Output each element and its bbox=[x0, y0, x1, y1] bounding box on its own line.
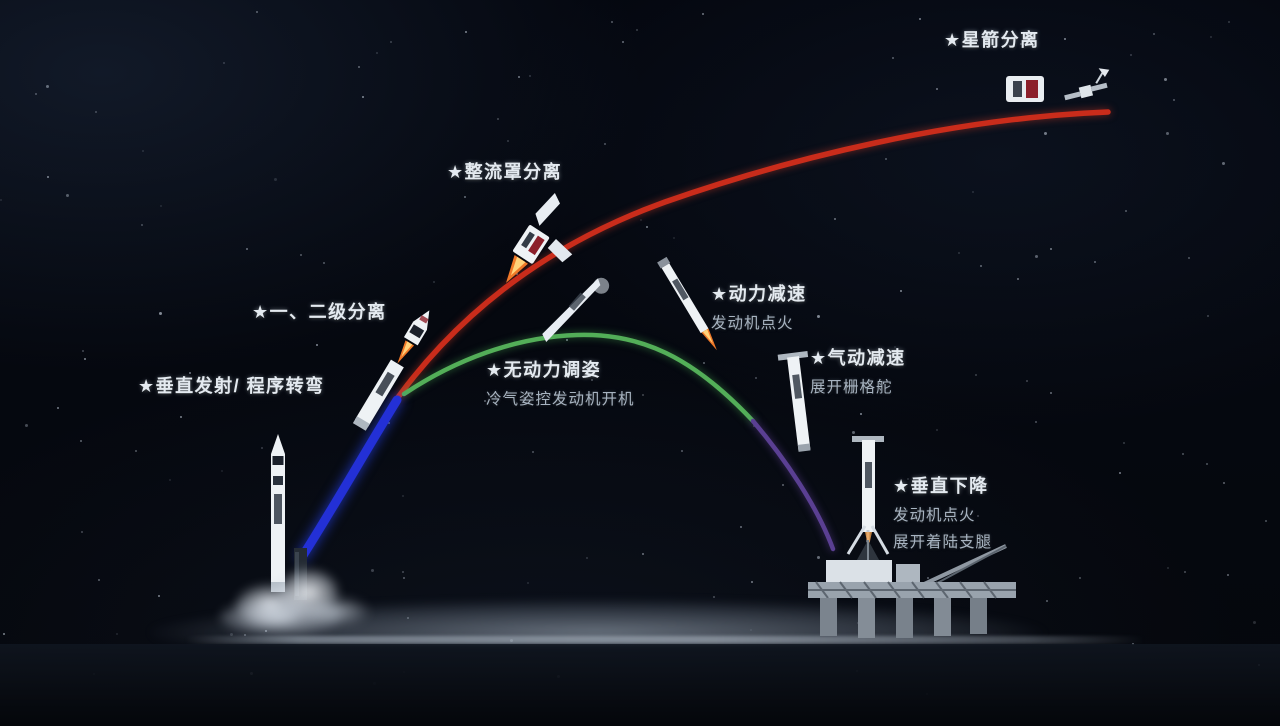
label-subtitle: 展开着陆支腿 bbox=[893, 530, 992, 552]
label-title: ★整流罩分离 bbox=[447, 158, 562, 184]
sea-surface bbox=[0, 644, 1280, 726]
label-vertical-descent: ★垂直下降 发动机点火 展开着陆支腿 bbox=[893, 472, 992, 552]
label-star-rocket-separation: ★星箭分离 bbox=[944, 26, 1040, 52]
label-subtitle: 冷气姿控发动机开机 bbox=[486, 387, 635, 409]
label-subtitle: 发动机点火 bbox=[893, 503, 992, 525]
label-fairing-separation: ★整流罩分离 bbox=[447, 158, 562, 184]
label-title: ★气动减速 bbox=[810, 344, 906, 370]
label-stage-1-2-separation: ★一、二级分离 bbox=[252, 298, 387, 324]
label-unpowered-attitude: ★无动力调姿 冷气姿控发动机开机 bbox=[486, 356, 635, 409]
label-title: ★一、二级分离 bbox=[252, 298, 387, 324]
label-vertical-launch: ★垂直发射/ 程序转弯 bbox=[138, 372, 325, 398]
label-title: ★垂直下降 bbox=[893, 472, 992, 498]
label-title: ★星箭分离 bbox=[944, 26, 1040, 52]
label-powered-deceleration: ★动力减速 发动机点火 bbox=[711, 280, 807, 333]
label-aero-deceleration: ★气动减速 展开栅格舵 bbox=[810, 344, 906, 397]
label-title: ★垂直发射/ 程序转弯 bbox=[138, 372, 325, 398]
label-subtitle: 展开栅格舵 bbox=[810, 375, 906, 397]
label-subtitle: 发动机点火 bbox=[711, 311, 807, 333]
label-title: ★动力减速 bbox=[711, 280, 807, 306]
sea-platform-icon bbox=[798, 536, 1033, 644]
label-title: ★无动力调姿 bbox=[486, 356, 635, 382]
upper-stage-satellite-icon bbox=[998, 66, 1116, 114]
